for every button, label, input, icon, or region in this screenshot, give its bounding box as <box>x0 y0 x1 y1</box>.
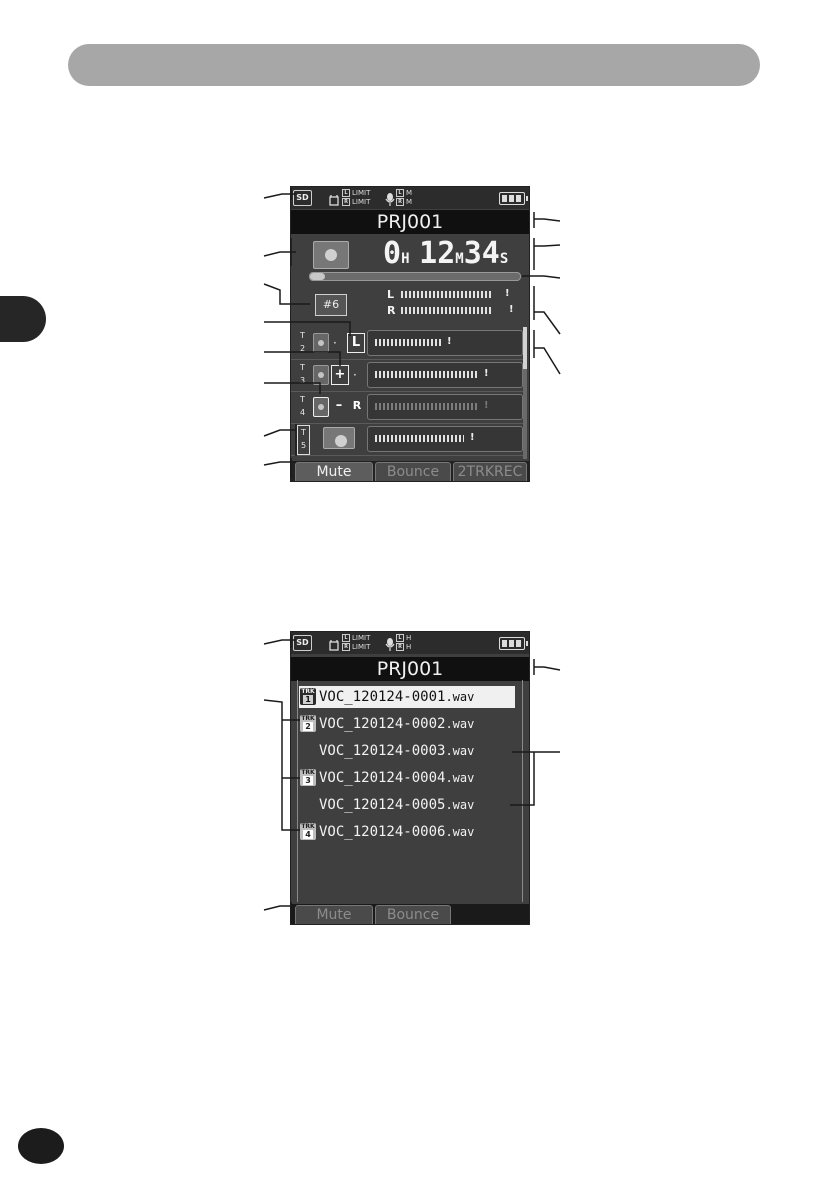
master-left-meter <box>401 291 493 298</box>
track-scroll-thumb[interactable] <box>523 327 527 369</box>
track-level-meter <box>375 435 464 442</box>
pan-minus[interactable]: – <box>335 398 343 413</box>
master-left-label: L <box>387 288 395 301</box>
track-count-badge: #6 <box>315 294 347 316</box>
limiter-icon <box>329 636 339 651</box>
track-record-button[interactable] <box>323 427 355 449</box>
master-right-peak: ! <box>509 304 514 315</box>
file-name: VOC_120124-0005.wav <box>319 797 475 813</box>
limiter-icon <box>329 191 339 206</box>
recording-progress-bar <box>309 272 521 281</box>
track-level-meter <box>375 339 441 346</box>
callout-scroll <box>533 330 561 375</box>
battery-icon <box>499 637 528 650</box>
track-scrollbar[interactable] <box>523 327 527 459</box>
callout-time <box>533 238 561 270</box>
master-right-meter <box>401 307 493 314</box>
file-name: VOC_120124-0003.wav <box>319 743 475 759</box>
project-name: PRJ001 <box>291 210 529 234</box>
mic-icon <box>385 636 395 651</box>
file-row[interactable]: VOC_120124-0003.wav <box>299 740 515 762</box>
elapsed-time: 0H 12M34S <box>383 236 509 271</box>
callout-meter <box>533 286 561 335</box>
chapter-side-tab <box>0 296 46 342</box>
track-record-toggle[interactable] <box>313 333 329 353</box>
master-left-peak: ! <box>505 288 510 299</box>
project-name: PRJ001 <box>291 657 529 681</box>
pan-indicator: · <box>353 368 357 382</box>
tab-mute[interactable]: Mute <box>295 905 373 924</box>
file-name: VOC_120124-0001.wav <box>319 689 475 705</box>
page-number-marker <box>18 1128 64 1164</box>
track-peak: ! <box>484 400 489 411</box>
mic-icon <box>385 191 395 206</box>
pan-indicator: · <box>333 336 337 350</box>
function-tabs: Mute Bounce <box>291 904 529 924</box>
record-button[interactable] <box>313 241 349 269</box>
callout-title-2 <box>533 659 561 675</box>
track-peak: ! <box>484 368 489 379</box>
file-name: VOC_120124-0002.wav <box>319 716 475 732</box>
tab-bounce[interactable]: Bounce <box>375 462 451 481</box>
pan-center[interactable]: + <box>331 365 349 385</box>
master-right-label: R <box>387 304 396 317</box>
file-row[interactable]: VOC_120124-0005.wav <box>299 794 515 816</box>
battery-icon <box>499 192 528 205</box>
tab-mute[interactable]: Mute <box>295 462 373 481</box>
chapter-header-bar <box>68 44 760 86</box>
file-name: VOC_120124-0006.wav <box>319 824 475 840</box>
function-tabs: Mute Bounce 2TRKREC <box>291 461 529 481</box>
file-name: VOC_120124-0004.wav <box>319 770 475 786</box>
pan-right: R <box>352 399 362 412</box>
track-peak: ! <box>470 432 475 443</box>
sd-card-icon: SD <box>293 190 312 206</box>
track-record-toggle[interactable] <box>313 365 329 385</box>
track-record-toggle[interactable] <box>313 397 329 417</box>
tab-2trkrec[interactable]: 2TRKREC <box>453 462 527 481</box>
pan-left[interactable]: L <box>347 333 365 353</box>
tab-bounce[interactable]: Bounce <box>375 905 451 924</box>
track-level-meter <box>375 371 478 378</box>
callout-title <box>533 212 561 228</box>
track-level-meter <box>375 403 478 410</box>
sd-card-icon: SD <box>293 635 312 651</box>
track-peak: ! <box>447 336 452 347</box>
recording-progress-fill <box>310 273 325 280</box>
